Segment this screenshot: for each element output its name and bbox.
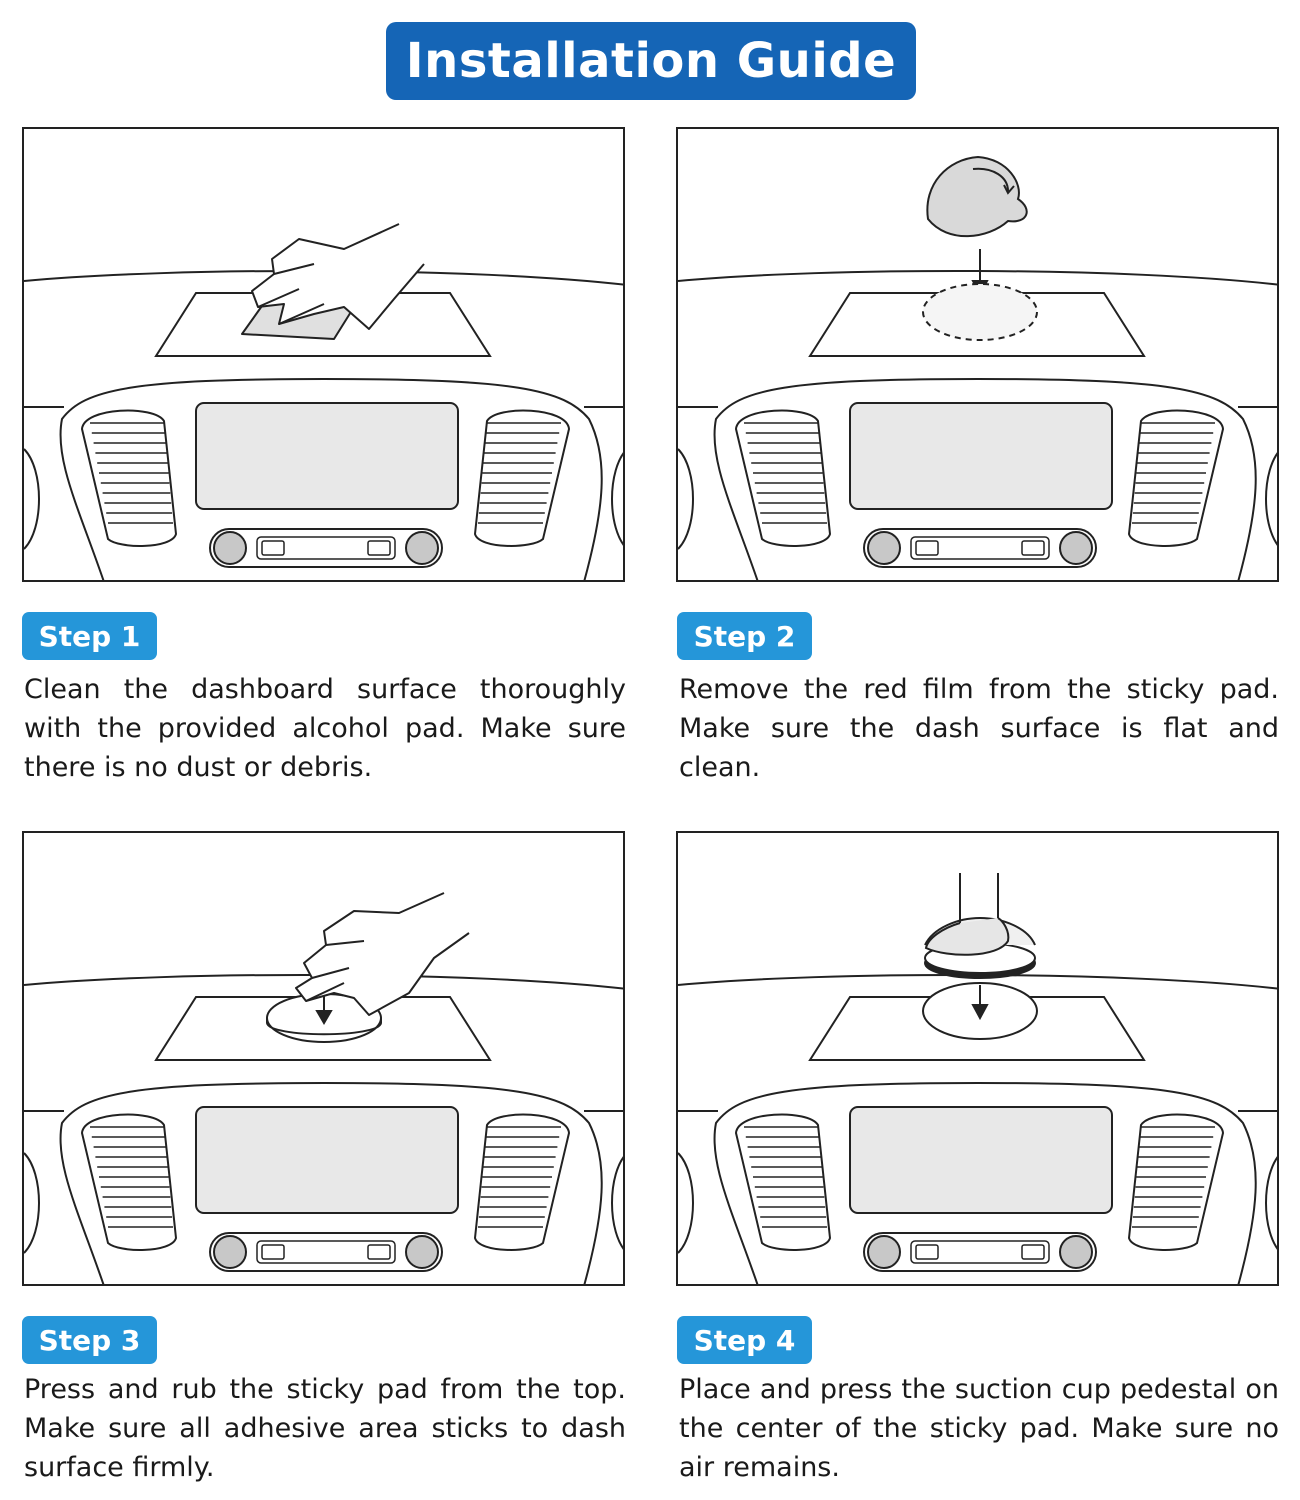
step-4-illustration — [676, 831, 1279, 1286]
dashboard-wipe-drawing — [24, 223, 623, 580]
step-4-badge: Step 4 — [677, 1316, 812, 1364]
step-3-badge: Step 3 — [22, 1316, 157, 1364]
step-2-illustration — [676, 127, 1279, 582]
dashboard-suction-drawing — [678, 873, 1277, 1284]
peeling-pad-icon — [922, 155, 1038, 341]
dashboard-press-drawing — [24, 892, 623, 1284]
step-1-text: Clean the dashboard surface thoroughly w… — [24, 674, 626, 783]
step-2-badge: Step 2 — [677, 612, 812, 660]
dashboard-base — [24, 269, 623, 580]
dashboard-base — [678, 973, 1277, 1284]
step-4-text: Place and press the suction cup pedestal… — [679, 1374, 1279, 1483]
step-3-illustration — [22, 831, 625, 1286]
step-1-illustration — [22, 127, 625, 582]
title-banner: Installation Guide — [386, 22, 916, 100]
suction-cup-icon — [922, 873, 1038, 1040]
step-3-text: Press and rub the sticky pad from the to… — [24, 1374, 626, 1483]
step-2-text: Remove the red film from the sticky pad.… — [679, 674, 1279, 783]
hand-wipe-icon — [241, 223, 425, 340]
hand-press-icon — [295, 892, 470, 1016]
step-1-badge: Step 1 — [22, 612, 157, 660]
page-title: Installation Guide — [405, 33, 897, 89]
dashboard-peel-drawing — [678, 155, 1277, 580]
dashboard-base — [24, 973, 623, 1284]
